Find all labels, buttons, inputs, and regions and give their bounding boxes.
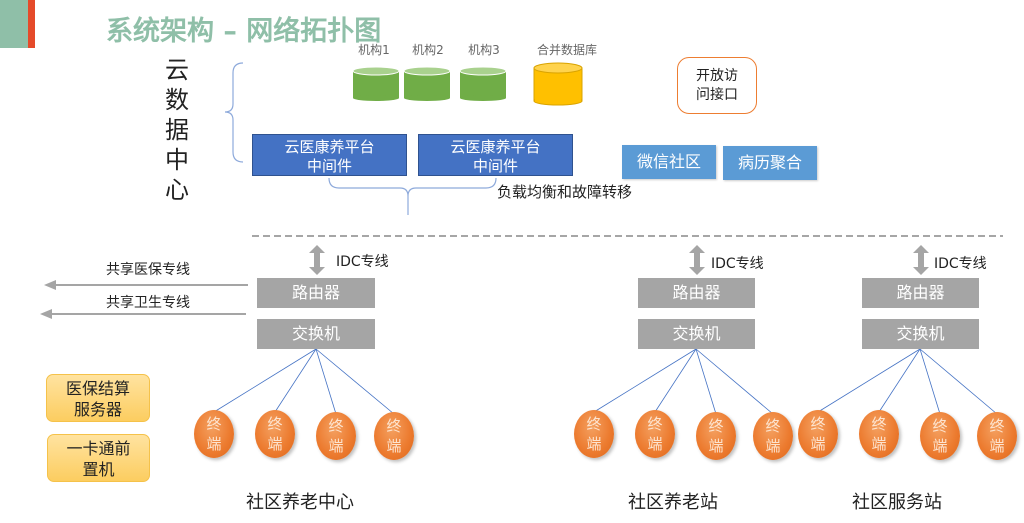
- router-box: 路由器: [257, 278, 375, 308]
- idc-line-label: IDC专线: [336, 254, 389, 270]
- service-record-aggregation: 病历聚合: [723, 146, 817, 180]
- header-accent-green: [0, 0, 28, 48]
- site-name: 社区养老站: [628, 492, 718, 513]
- terminal-node: 终端: [374, 412, 414, 460]
- terminal-node: 终端: [255, 410, 295, 458]
- middleware-line2: 中间件: [472, 157, 518, 175]
- site-name: 社区养老中心: [246, 492, 354, 513]
- switch-box: 交换机: [862, 319, 979, 349]
- terminal-node: 终端: [574, 410, 614, 458]
- service-wechat-community: 微信社区: [622, 145, 716, 179]
- page-title: 系统架构 – 网络拓扑图: [106, 16, 382, 47]
- switch-terminal-link: [654, 348, 697, 413]
- cloud-brace: [224, 62, 244, 163]
- idc-bidirectional-arrow-icon: [689, 245, 705, 275]
- switch-terminal-link: [919, 348, 941, 415]
- switch-terminal-link: [817, 348, 921, 413]
- db-label-merged: 合并数据库: [536, 43, 597, 57]
- side-box-line1: 一卡通前: [66, 439, 131, 458]
- side-box-line2: 置机: [82, 460, 115, 479]
- switch-terminal-link: [695, 348, 717, 415]
- idc-line-label: IDC专线: [934, 256, 987, 272]
- middleware-line2: 中间件: [306, 157, 352, 175]
- load-balance-note: 负载均衡和故障转移: [497, 183, 633, 201]
- shared-arrow-medical-insurance: [44, 280, 248, 290]
- switch-terminal-link: [274, 348, 317, 413]
- middleware-line1: 云医康养平台: [284, 138, 375, 156]
- db-label-org3: 机构3: [468, 43, 500, 57]
- middleware-box-1: 云医康养平台 中间件: [252, 134, 407, 176]
- cloud-label-char: 中: [165, 146, 189, 174]
- medical-settlement-server: 医保结算 服务器: [46, 374, 150, 422]
- cloud-label-char: 云: [165, 56, 189, 84]
- switch-terminal-link: [315, 348, 395, 415]
- middleware-line1: 云医康养平台: [450, 138, 541, 156]
- terminal-node: 终端: [859, 410, 899, 458]
- cloud-label-char: 数: [165, 86, 189, 114]
- side-box-line1: 医保结算: [65, 379, 130, 398]
- card-front-machine: 一卡通前 置机: [47, 434, 150, 482]
- terminal-node: 终端: [194, 410, 234, 458]
- load-balance-brace: [328, 177, 497, 215]
- shared-arrow-health: [40, 309, 246, 319]
- cloud-data-center-label: 云 数 据 中 心: [162, 55, 192, 205]
- open-api-line1: 开放访: [696, 68, 738, 84]
- header-accent-red: [28, 0, 35, 48]
- cloud-label-char: 据: [165, 116, 189, 144]
- site-name: 社区服务站: [852, 492, 942, 513]
- idc-bidirectional-arrow-icon: [309, 245, 325, 275]
- switch-terminal-link: [315, 348, 337, 415]
- terminal-node: 终端: [316, 412, 356, 460]
- terminal-node: 终端: [635, 410, 675, 458]
- middleware-box-2: 云医康养平台 中间件: [418, 134, 573, 176]
- switch-box: 交换机: [257, 319, 375, 349]
- open-api-line2: 问接口: [696, 87, 738, 103]
- open-api-box: 开放访 问接口: [677, 57, 757, 114]
- switch-terminal-link: [695, 348, 774, 415]
- switch-terminal-link: [213, 348, 317, 413]
- router-box: 路由器: [638, 278, 755, 308]
- switch-box: 交换机: [638, 319, 755, 349]
- shared-line-health: 共享卫生专线: [106, 295, 190, 311]
- switch-terminal-link: [593, 348, 697, 413]
- switch-terminal-link: [878, 348, 921, 413]
- terminal-node: 终端: [753, 412, 793, 460]
- db-label-org1: 机构1: [358, 43, 390, 57]
- terminal-node: 终端: [920, 412, 960, 460]
- switch-terminal-link: [919, 348, 998, 415]
- terminal-node: 终端: [977, 412, 1017, 460]
- shared-line-medical-insurance: 共享医保专线: [106, 262, 190, 278]
- db-label-org2: 机构2: [412, 43, 444, 57]
- side-box-line2: 服务器: [73, 400, 122, 419]
- idc-bidirectional-arrow-icon: [913, 245, 929, 275]
- terminal-node: 终端: [798, 410, 838, 458]
- cloud-label-char: 心: [165, 176, 189, 204]
- idc-line-label: IDC专线: [711, 256, 764, 272]
- terminal-node: 终端: [696, 412, 736, 460]
- router-box: 路由器: [862, 278, 979, 308]
